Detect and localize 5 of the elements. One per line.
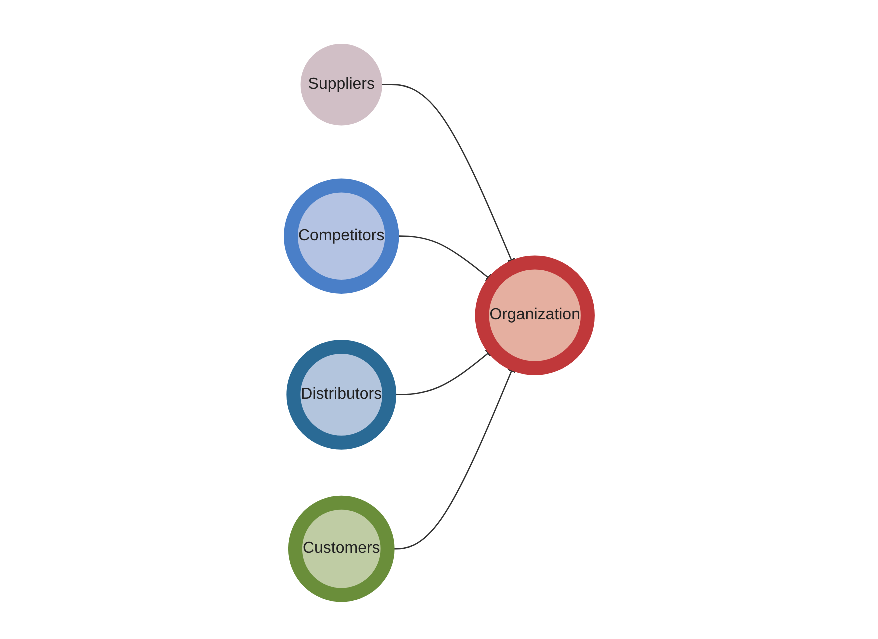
- node-circle: Competitors: [284, 178, 399, 294]
- node-circle: Organization: [474, 256, 594, 376]
- node-circle: Suppliers: [300, 44, 382, 126]
- node-circle: Customers: [288, 496, 394, 602]
- node-circle: Distributors: [286, 340, 396, 450]
